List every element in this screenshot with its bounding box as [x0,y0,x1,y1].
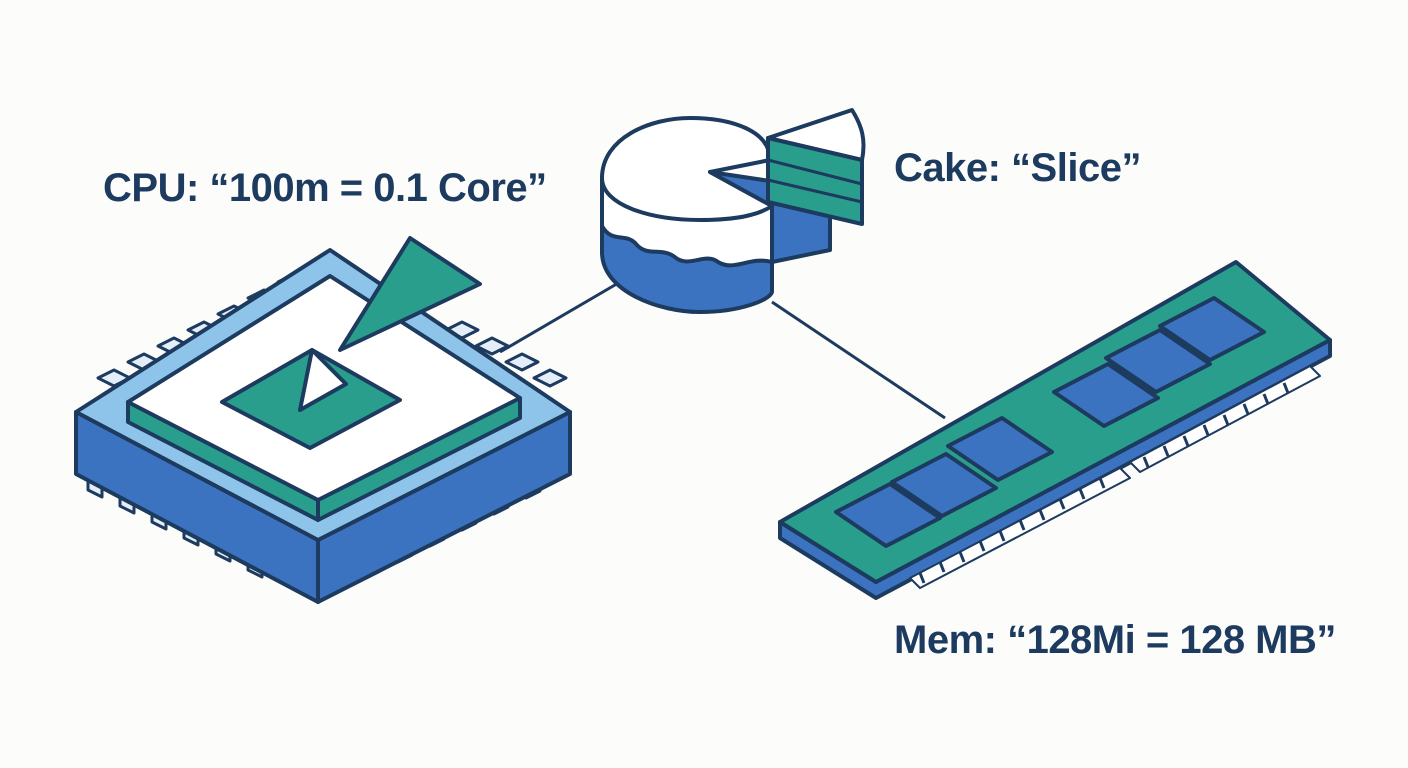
cake-label: Cake: “Slice” [894,146,1141,190]
connector-lines [499,280,946,420]
memory-chip-5 [1104,328,1212,394]
memory-chip-6 [1158,296,1266,362]
memory-stick-icon [778,260,1332,600]
cpu-label: CPU: “100m = 0.1 Core” [103,166,547,210]
memory-chip-2 [890,452,998,518]
memory-board [778,260,1332,584]
memory-chip-3 [946,416,1054,482]
memory-label: Mem: “128Mi = 128 MB” [894,618,1336,662]
cpu-core-notch [298,348,348,412]
memory-contact-teeth [918,382,1290,584]
memory-chip-4 [1052,362,1160,428]
connector-cake-memory [771,300,946,420]
memory-chip-1 [834,482,942,548]
cpu-slice-icon [338,236,482,352]
cake-icon [600,108,866,314]
memory-chips [834,296,1266,548]
connector-cpu-cake [499,280,621,354]
cake-slice [766,108,866,226]
cake-top [600,116,774,222]
cpu-chip-icon [74,236,572,604]
